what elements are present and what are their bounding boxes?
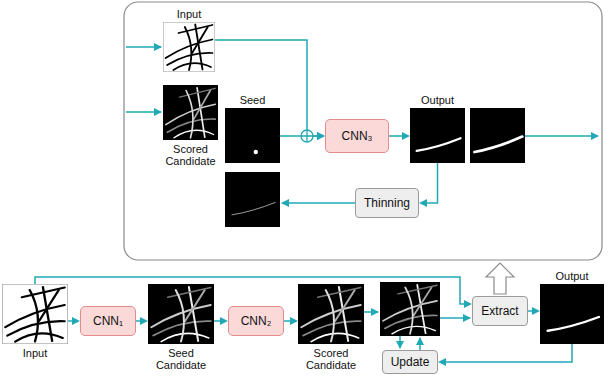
flow-connector	[215, 40, 325, 140]
arrowhead	[317, 132, 325, 140]
flow-connector	[214, 317, 228, 325]
image-caption: Scored Candidate	[295, 347, 367, 371]
cnn-box: CNN₂	[228, 306, 284, 336]
connector-line	[35, 277, 466, 304]
image-caption: Input	[159, 8, 219, 20]
flow-connector	[389, 132, 410, 140]
image-node: Scored Candidate	[163, 85, 218, 140]
input-image	[2, 284, 68, 344]
candidate-image	[163, 85, 218, 140]
plus-junction	[301, 130, 313, 142]
arrowhead	[532, 307, 540, 315]
process-box: Extract	[472, 296, 528, 326]
image-caption: Seed Candidate	[145, 347, 217, 371]
image-node: Input	[163, 22, 215, 72]
input-image	[163, 22, 215, 72]
image-caption: Scored Candidate	[158, 143, 224, 167]
candidate-image	[148, 284, 214, 344]
seed-image	[225, 108, 280, 163]
connector-line	[389, 135, 404, 137]
flow-connector	[284, 317, 298, 325]
arrowhead	[317, 132, 325, 140]
image-node: Output	[540, 284, 604, 344]
hollow-arrow	[486, 263, 514, 294]
image-node: Seed Candidate	[148, 284, 214, 344]
output-image	[540, 284, 604, 344]
image-node: Scored Candidate	[298, 284, 364, 344]
image-node: Output	[410, 108, 465, 163]
image-caption: Output	[408, 94, 468, 106]
arrowhead	[438, 358, 446, 366]
process-box: Thinning	[355, 188, 419, 218]
connector-line	[425, 163, 438, 203]
image-node: Input	[2, 284, 68, 344]
arrowhead	[402, 132, 410, 140]
box-label: CNN₃	[342, 129, 373, 143]
image-node: Seed	[225, 108, 280, 163]
arrowhead	[140, 317, 148, 325]
arrowhead	[220, 317, 228, 325]
box-label: Update	[391, 355, 430, 369]
box-label: Thinning	[364, 196, 410, 210]
flow-connector	[68, 317, 80, 325]
arrowhead	[464, 300, 472, 308]
image-caption: Input	[2, 347, 68, 359]
image-caption: Output	[542, 270, 602, 282]
output-image	[410, 108, 465, 163]
image-caption: Seed	[223, 94, 283, 106]
flow-connector	[528, 307, 540, 315]
arrowhead	[290, 317, 298, 325]
box-label: CNN₁	[93, 314, 123, 328]
output-image	[470, 108, 525, 163]
flow-connector	[419, 163, 438, 207]
flow-connector	[136, 317, 148, 325]
cnn-box: CNN₁	[80, 306, 136, 336]
thinned-image	[225, 172, 280, 227]
candidate-image	[380, 282, 440, 336]
flow-connector	[438, 344, 572, 366]
box-label: Extract	[481, 304, 518, 318]
cnn-box: CNN₃	[325, 119, 389, 153]
box-label: CNN₂	[241, 314, 272, 328]
process-box: Update	[382, 350, 438, 374]
arrowhead	[419, 199, 427, 207]
detail-panel	[124, 2, 602, 260]
candidate-image	[298, 284, 364, 344]
connector-line	[444, 344, 572, 362]
flow-connector	[35, 277, 472, 308]
flow-lines	[126, 47, 598, 350]
connector-line	[215, 40, 319, 136]
arrowhead	[72, 317, 80, 325]
